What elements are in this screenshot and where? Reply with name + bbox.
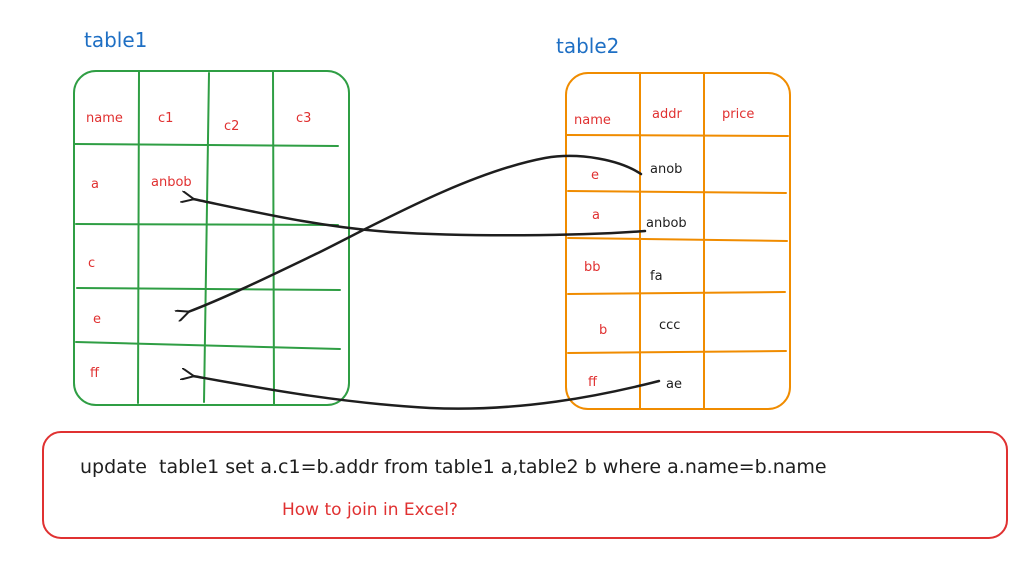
table1-col-divider xyxy=(203,72,210,403)
table2-row-bb-addr: fa xyxy=(650,269,663,284)
table2-row-a-addr: anbob xyxy=(646,216,687,231)
sql-query-text: update table1 set a.c1=b.addr from table… xyxy=(80,456,827,478)
table2-header-addr: addr xyxy=(652,107,682,122)
table1-row-divider xyxy=(75,341,341,350)
table2-border xyxy=(565,72,791,410)
curved-arrow-icon xyxy=(193,199,647,237)
table2-row-a-name: a xyxy=(592,208,600,223)
table2-grid xyxy=(565,72,791,410)
table2-row-divider xyxy=(567,291,786,295)
table2-row-divider xyxy=(567,237,788,242)
table2-row-divider xyxy=(566,134,789,137)
table2-row-ff-addr: ae xyxy=(666,377,682,392)
table1-row-ff-name: ff xyxy=(90,366,100,381)
table1-row-c-name: c xyxy=(88,256,95,271)
join-arrows xyxy=(188,154,661,410)
table1-row-divider xyxy=(74,143,339,147)
table1-grid xyxy=(73,70,350,406)
table2-row-b-addr: ccc xyxy=(659,318,680,333)
table1-header-c3: c3 xyxy=(296,111,311,126)
table2-row-b-name: b xyxy=(599,323,607,338)
table2-header: name addr price xyxy=(574,107,754,128)
table1-rows: a anbob c e ff xyxy=(88,175,192,381)
table1-col-divider xyxy=(137,71,140,404)
table1-header: name c1 c2 c3 xyxy=(86,111,311,134)
table2-row-ff-name: ff xyxy=(588,375,598,390)
table1-title: table1 xyxy=(84,28,147,52)
table1-header-name: name xyxy=(86,111,123,126)
table1-row-divider xyxy=(75,223,339,226)
table1-row-divider xyxy=(76,287,341,291)
question-text: How to join in Excel? xyxy=(282,500,458,520)
table2-header-name: name xyxy=(574,113,611,128)
table2-row-divider xyxy=(567,350,787,354)
table2-title: table2 xyxy=(556,34,619,58)
table1-row-a-c1: anbob xyxy=(151,175,192,190)
curved-arrow-icon xyxy=(188,154,643,312)
table2-row-bb-name: bb xyxy=(584,260,601,275)
table1-header-c2: c2 xyxy=(224,119,239,134)
table2-header-price: price xyxy=(722,107,754,122)
table2-rows: e anob a anbob bb fa b ccc ff ae xyxy=(584,162,687,392)
curved-arrow-icon xyxy=(193,376,661,410)
table2-row-e-name: e xyxy=(591,168,599,183)
table2-row-e-addr: anob xyxy=(650,162,682,177)
table2-row-divider xyxy=(567,190,787,194)
query-box xyxy=(42,431,1008,539)
table1-header-c1: c1 xyxy=(158,111,173,126)
table1-row-e-name: e xyxy=(93,312,101,327)
table1-row-a-name: a xyxy=(91,177,99,192)
table1-col-divider xyxy=(272,71,275,405)
